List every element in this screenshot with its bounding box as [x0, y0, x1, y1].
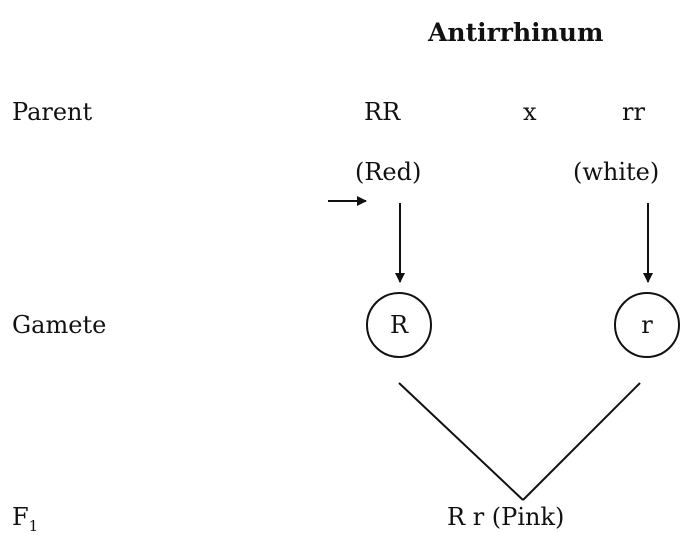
row-label-gamete: Gamete — [12, 311, 107, 339]
parent-right-genotype: rr — [622, 98, 645, 126]
cross-symbol: x — [523, 98, 537, 126]
row-label-f1: F1 — [12, 505, 38, 534]
gamete-right-label: r — [641, 311, 653, 339]
parent-left-phenotype: (Red) — [355, 158, 422, 186]
fusion-line-right — [522, 382, 641, 501]
row-label-parent: Parent — [12, 98, 93, 126]
offspring-genotype: R r (Pink) — [447, 503, 565, 531]
parent-right-phenotype: (white) — [573, 158, 660, 186]
row-label-f1-subscript: 1 — [28, 516, 39, 535]
gamete-right-circle — [614, 292, 680, 358]
fusion-line-left — [398, 382, 524, 501]
gamete-left-circle — [366, 292, 432, 358]
diagram-title: Antirrhinum — [428, 18, 604, 47]
gamete-left-label: R — [389, 311, 409, 339]
row-label-f1-base: F — [12, 503, 29, 531]
parent-left-genotype: RR — [364, 98, 401, 126]
